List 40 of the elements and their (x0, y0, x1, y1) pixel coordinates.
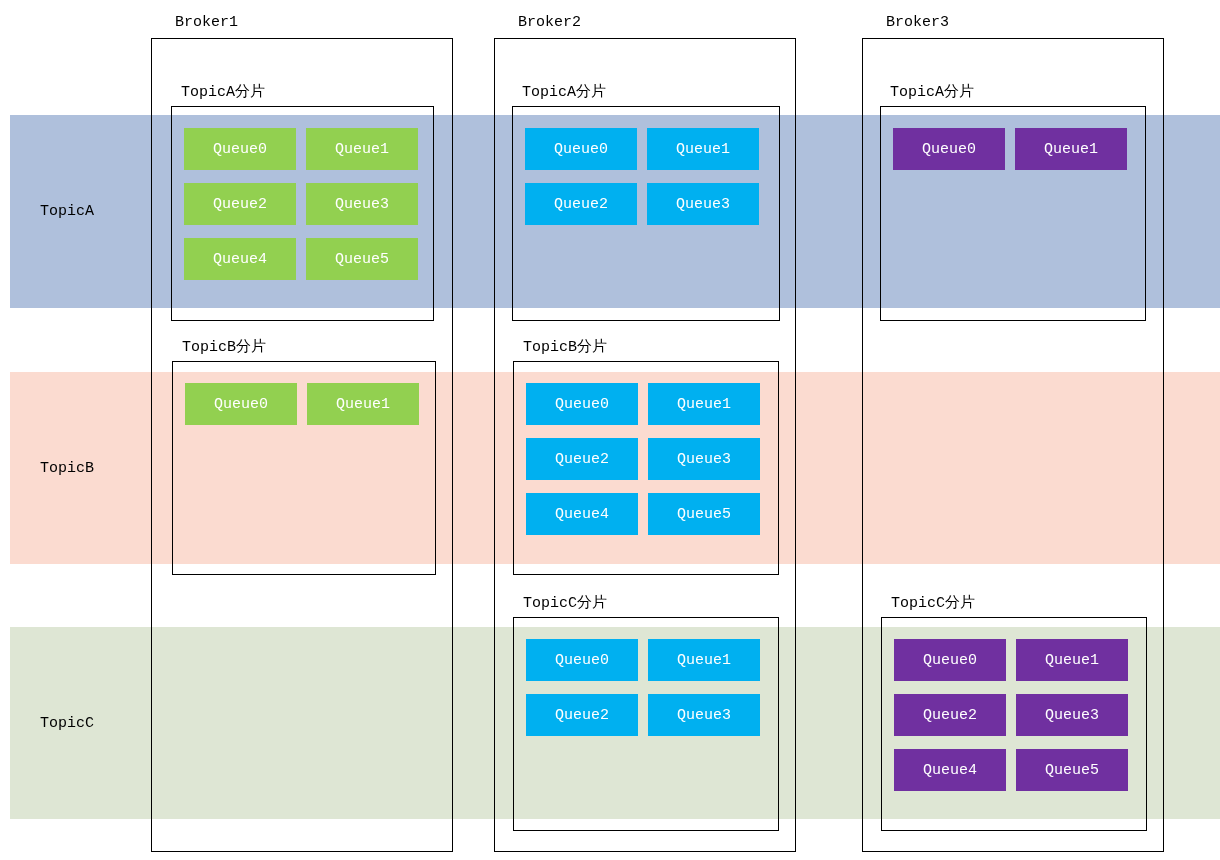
queue-box: Queue1 (647, 128, 759, 170)
queue-box: Queue4 (894, 749, 1006, 791)
queue-box: Queue1 (307, 383, 419, 425)
queue-box: Queue2 (526, 438, 638, 480)
shard-label: TopicA分片 (522, 82, 606, 101)
queue-box: Queue1 (648, 639, 760, 681)
queue-box: Queue3 (1016, 694, 1128, 736)
queue-box: Queue2 (894, 694, 1006, 736)
queue-box: Queue4 (526, 493, 638, 535)
queue-box: Queue0 (525, 128, 637, 170)
queue-box: Queue1 (648, 383, 760, 425)
queue-box: Queue3 (647, 183, 759, 225)
queue-box: Queue0 (185, 383, 297, 425)
queue-box: Queue5 (306, 238, 418, 280)
queue-box: Queue0 (184, 128, 296, 170)
queue-box: Queue3 (648, 694, 760, 736)
queue-box: Queue5 (648, 493, 760, 535)
broker-label: Broker1 (175, 14, 238, 31)
queue-box: Queue0 (526, 639, 638, 681)
queue-box: Queue2 (526, 694, 638, 736)
queue-box: Queue1 (1015, 128, 1127, 170)
queue-box: Queue5 (1016, 749, 1128, 791)
queue-box: Queue2 (525, 183, 637, 225)
queue-box: Queue0 (894, 639, 1006, 681)
broker-label: Broker2 (518, 14, 581, 31)
queue-box: Queue0 (893, 128, 1005, 170)
queue-box: Queue4 (184, 238, 296, 280)
broker-label: Broker3 (886, 14, 949, 31)
shard-label: TopicB分片 (523, 337, 607, 356)
shard-label: TopicA分片 (181, 82, 265, 101)
queue-box: Queue2 (184, 183, 296, 225)
queue-box: Queue3 (648, 438, 760, 480)
shard-label: TopicC分片 (891, 593, 975, 612)
queue-box: Queue0 (526, 383, 638, 425)
shard-label: TopicA分片 (890, 82, 974, 101)
queue-box: Queue1 (1016, 639, 1128, 681)
queue-box: Queue3 (306, 183, 418, 225)
shard-label: TopicC分片 (523, 593, 607, 612)
queue-box: Queue1 (306, 128, 418, 170)
shard-label: TopicB分片 (182, 337, 266, 356)
